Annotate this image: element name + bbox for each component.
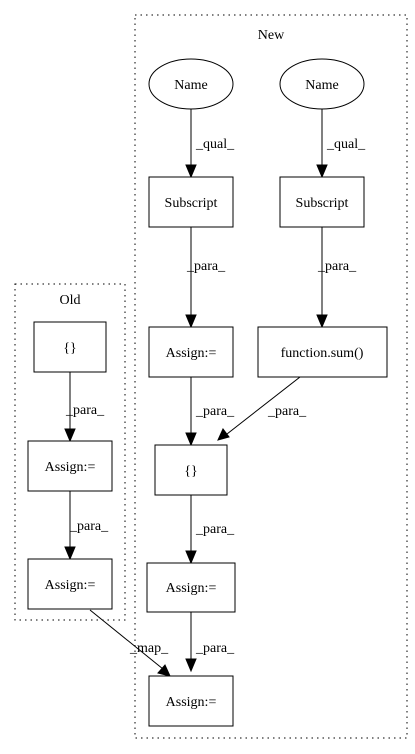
node-subscript-left[interactable]: Subscript [148, 176, 234, 228]
cluster-new-label: New [258, 28, 285, 43]
edge-para-subscript-right: _para_ [316, 227, 357, 329]
node-subscript-left-label: Subscript [165, 196, 218, 211]
edge-para-braces-to-assign: _para_ [185, 495, 235, 565]
node-assign-final-label: Assign:= [166, 695, 217, 710]
node-assign-old-1[interactable]: Assign:= [27, 440, 113, 492]
node-braces-old[interactable]: {} [33, 321, 107, 373]
edge-label-para-function-to-braces: _para_ [267, 404, 307, 419]
edge-label-para-old-braces-to-assign: _para_ [65, 403, 105, 418]
node-assign-old-1-label: Assign:= [45, 460, 96, 475]
node-assign-new-1[interactable]: Assign:= [148, 326, 234, 378]
edge-qual-right: _qual_ [316, 109, 366, 179]
cluster-new: New [134, 14, 408, 739]
node-assign-new-1-label: Assign:= [166, 346, 217, 361]
cluster-old-label: Old [60, 293, 81, 308]
edge-label-qual-left: _qual_ [195, 137, 235, 152]
node-function-sum[interactable]: function.sum() [257, 326, 388, 378]
edge-label-qual-right: _qual_ [326, 137, 366, 152]
edge-qual-left: _qual_ [185, 109, 235, 179]
edge-para-old-braces-to-assign: _para_ [64, 372, 105, 443]
edge-label-para-assign-to-braces: _para_ [195, 404, 235, 419]
edge-label-para-subscript-right: _para_ [317, 259, 357, 274]
edge-para-function-to-braces: _para_ [217, 376, 307, 441]
node-assign-new-2[interactable]: Assign:= [146, 562, 236, 613]
edge-label-para-braces-to-assign: _para_ [195, 522, 235, 537]
node-name-right[interactable]: Name [279, 58, 365, 110]
node-assign-old-2[interactable]: Assign:= [27, 558, 113, 610]
edge-label-para-subscript-left: _para_ [186, 259, 226, 274]
edge-label-map-old-to-final: _map_ [129, 641, 169, 656]
edge-para-subscript-left: _para_ [185, 227, 226, 329]
node-assign-final[interactable]: Assign:= [148, 675, 234, 727]
node-assign-old-2-label: Assign:= [45, 578, 96, 593]
edge-para-assign-to-braces: _para_ [185, 377, 235, 447]
node-braces-new[interactable]: {} [154, 444, 228, 496]
node-function-sum-label: function.sum() [281, 346, 364, 361]
edge-map-old-to-final: _map_ [89, 609, 171, 677]
node-name-left-label: Name [174, 78, 207, 93]
node-name-right-label: Name [305, 78, 338, 93]
edge-para-assign-to-final: _para_ [185, 612, 235, 673]
edge-label-para-assign-to-final: _para_ [195, 641, 235, 656]
node-braces-old-label: {} [63, 341, 76, 356]
node-subscript-right-label: Subscript [296, 196, 349, 211]
edge-label-para-old-assign-to-assign: _para_ [69, 519, 109, 534]
node-assign-new-2-label: Assign:= [166, 581, 217, 596]
node-name-left[interactable]: Name [148, 58, 234, 110]
node-braces-new-label: {} [184, 464, 197, 479]
edge-para-old-assign-to-assign: _para_ [64, 491, 109, 561]
cluster-old: Old [14, 283, 126, 621]
node-subscript-right[interactable]: Subscript [279, 176, 365, 228]
